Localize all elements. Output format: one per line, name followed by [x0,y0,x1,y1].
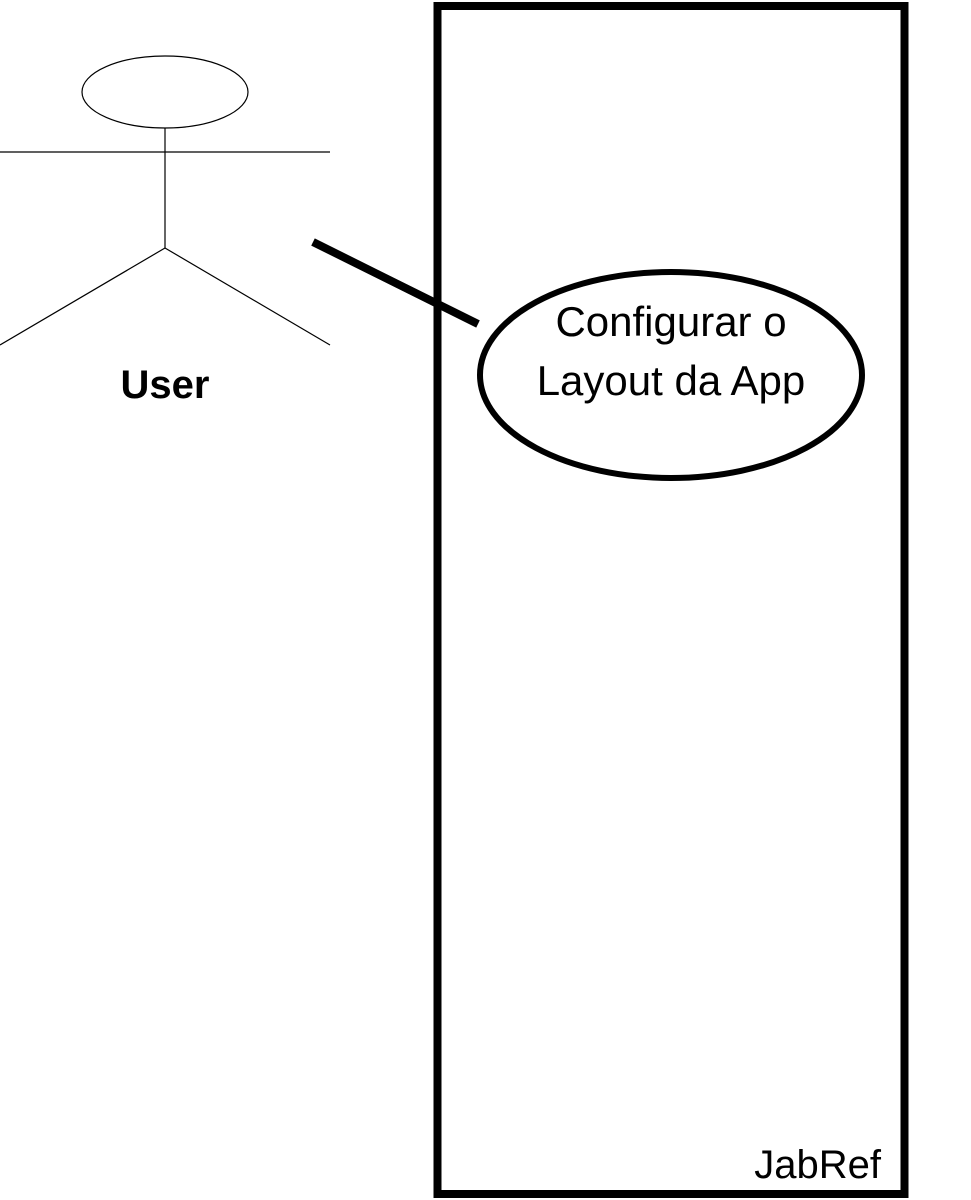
use-case-configurar-layout: Configurar o Layout da App [477,269,865,481]
use-case-label-line1: Configurar o [555,298,786,345]
actor-left-leg [0,247,166,346]
use-case-ellipse [477,269,865,481]
system-label: JabRef [754,1143,882,1187]
actor-user [0,55,331,346]
association-line [311,238,480,328]
use-case-label-line2: Layout da App [537,357,806,404]
system-boundary [433,2,909,1198]
actor-label: User [121,363,210,407]
actor-head [81,55,249,129]
actor-right-leg [164,247,331,346]
